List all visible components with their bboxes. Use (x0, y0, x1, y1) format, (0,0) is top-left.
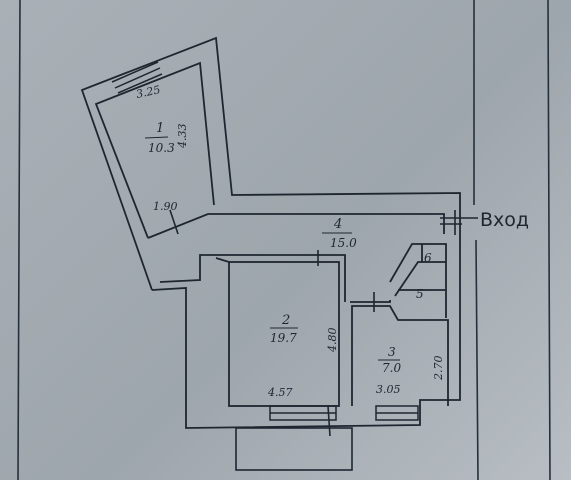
room-1-dim-side: 4.33 (176, 124, 189, 150)
windows (111, 61, 419, 421)
sheet-frame (17, 0, 551, 480)
room-2-dim-bottom: 4.57 (267, 386, 293, 399)
room-1-area: 10.3 (148, 141, 175, 155)
room-3-dim-side: 2.70 (432, 356, 445, 382)
balcony (235, 427, 353, 471)
room-1-dim-bottom: 1.90 (153, 200, 178, 213)
room-3-number: 3 (388, 345, 396, 359)
entrance-label: Вход (480, 209, 529, 231)
room-4-number: 4 (333, 217, 342, 232)
room-3-dim-bottom: 3.05 (376, 383, 401, 396)
room-3-walls (350, 243, 449, 406)
room-6-number: 6 (424, 251, 432, 265)
room-1-dim-top: 3.25 (135, 83, 162, 101)
room-2-area: 19.7 (270, 331, 297, 345)
room-2-number: 2 (281, 313, 290, 328)
room-3-area: 7.0 (382, 361, 401, 375)
room-2-dim-side: 4.80 (326, 328, 339, 354)
room-1-number: 1 (156, 121, 164, 136)
room-4-area: 15.0 (330, 236, 357, 250)
room-5-number: 5 (416, 287, 424, 301)
doors (169, 209, 462, 437)
room-1-divider (144, 136, 169, 139)
